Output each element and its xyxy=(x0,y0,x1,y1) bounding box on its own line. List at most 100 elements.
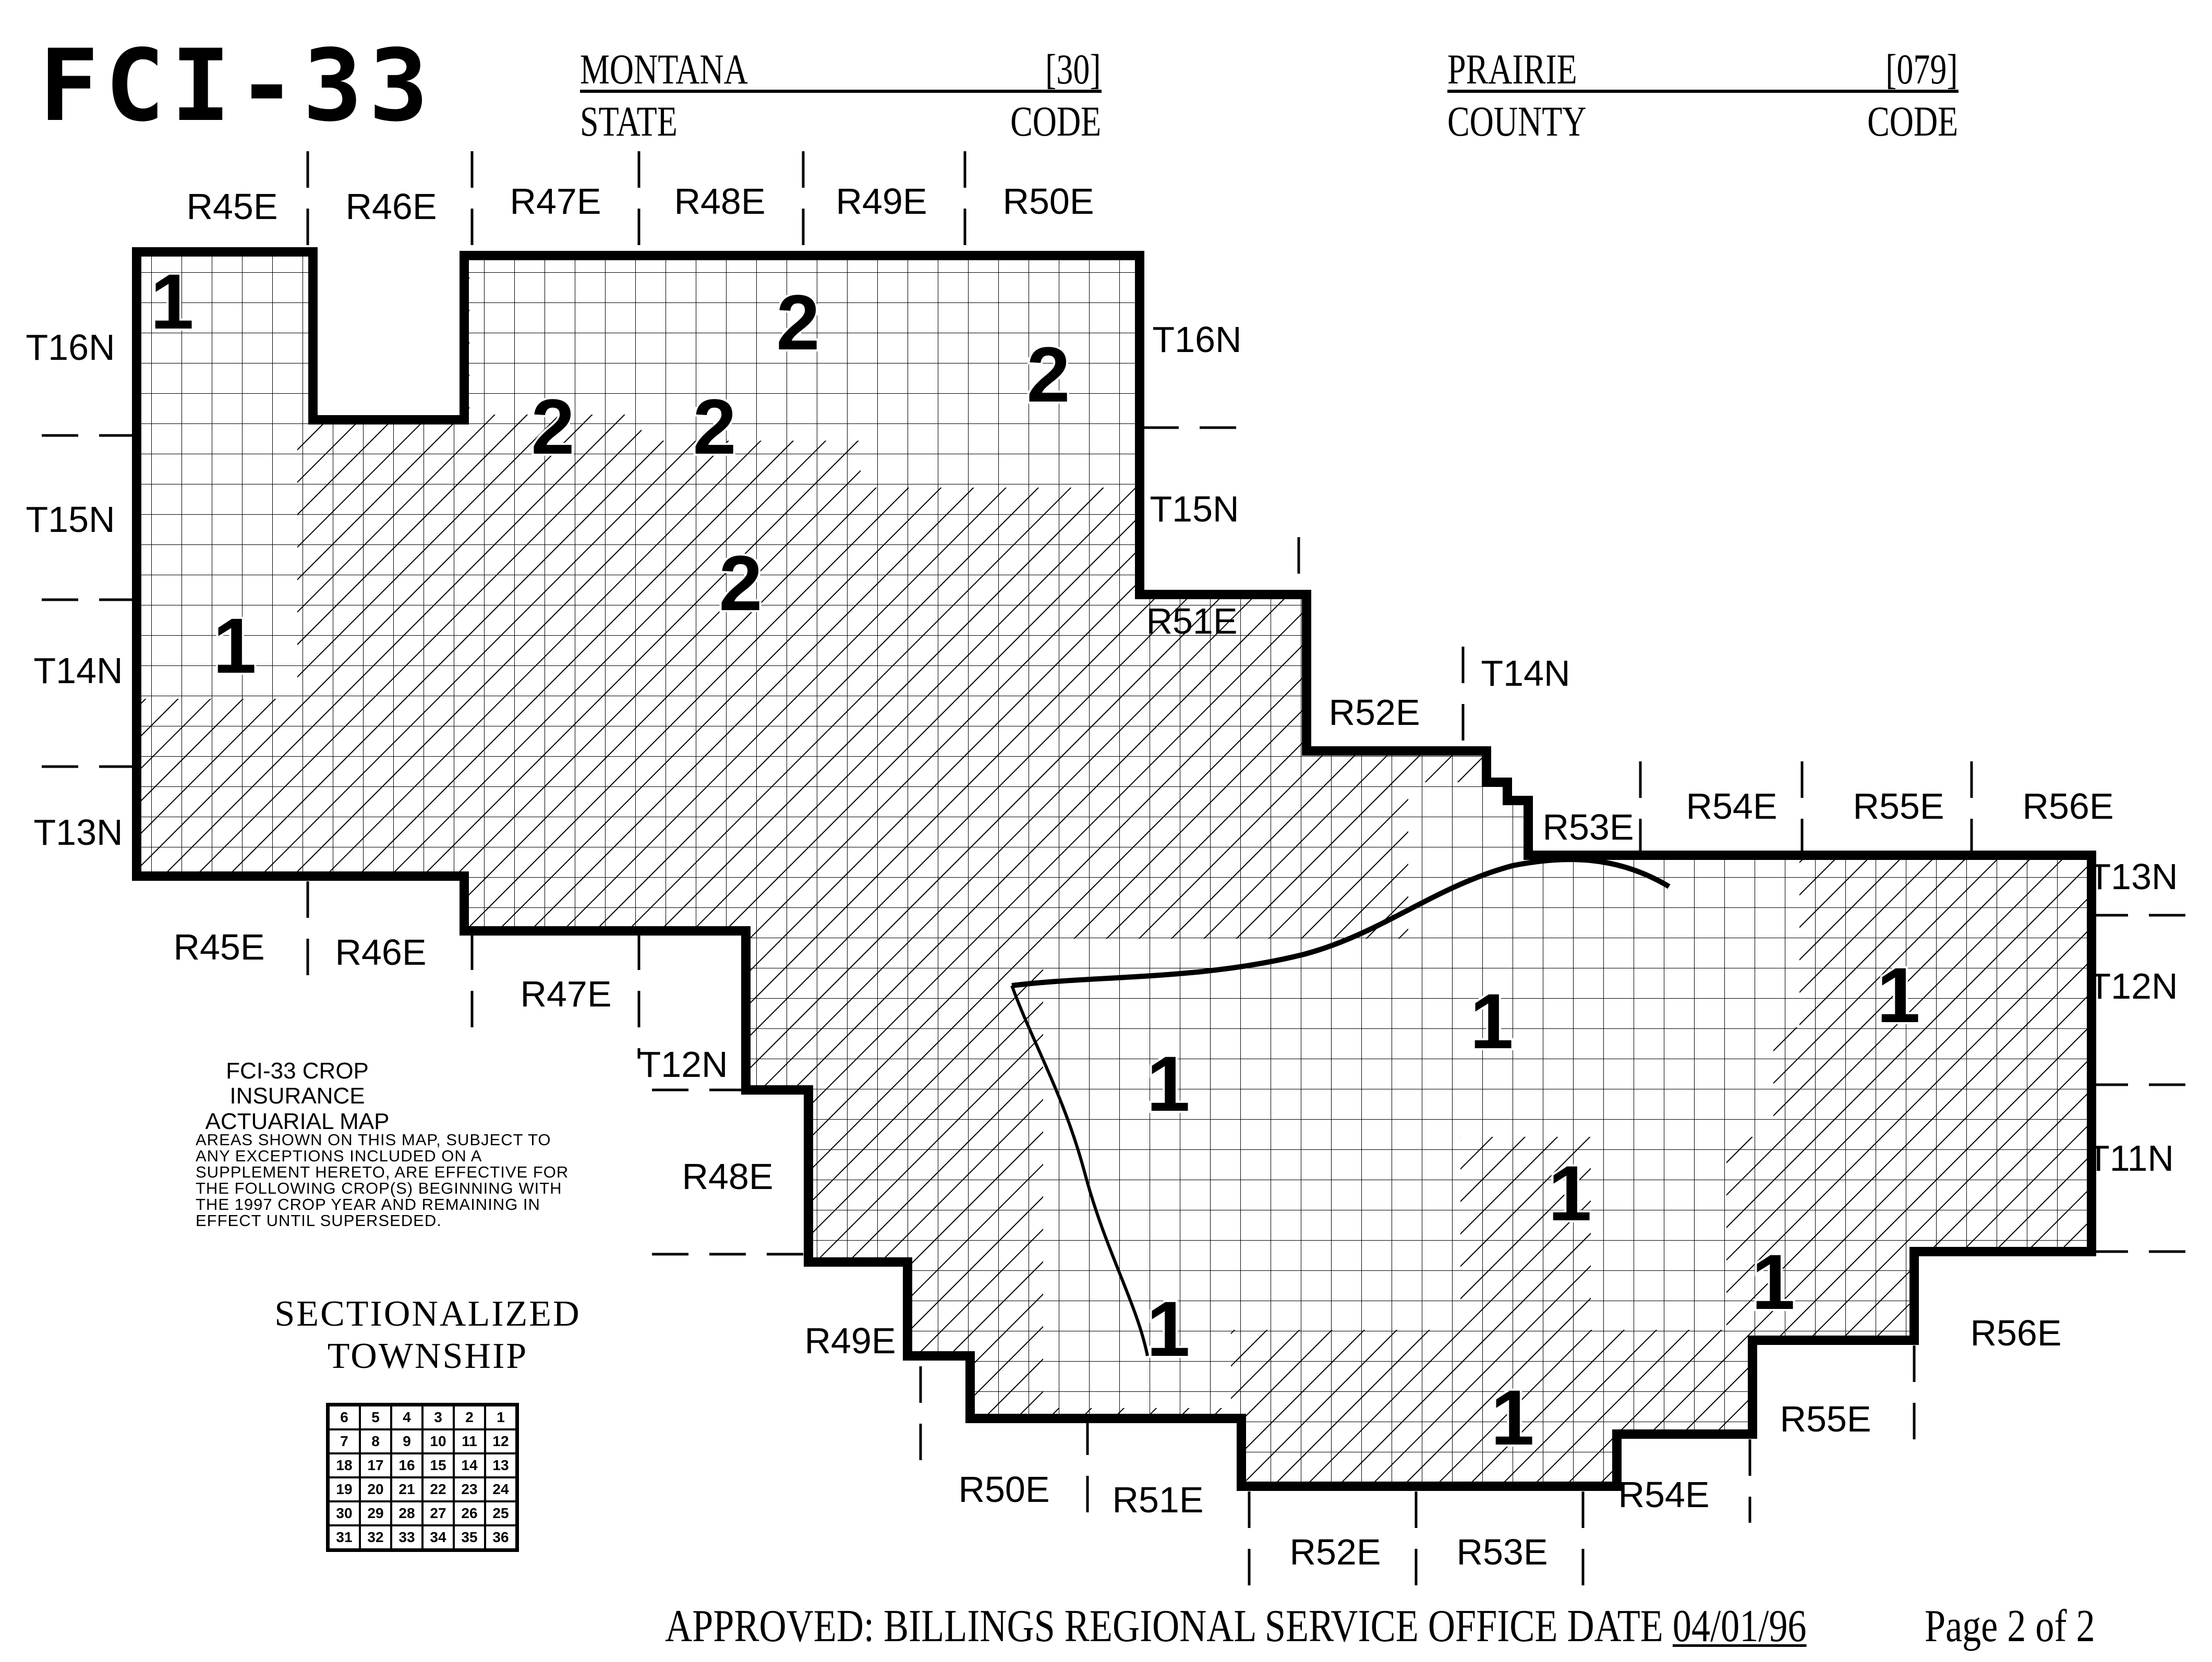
section-cell: 14 xyxy=(454,1453,485,1477)
section-cell: 16 xyxy=(391,1453,422,1477)
sectionalized-title-line2: TOWNSHIP xyxy=(327,1336,528,1376)
form-id: FCI-33 xyxy=(39,28,435,143)
section-cell: 20 xyxy=(360,1477,391,1501)
area-code-label: 2 xyxy=(776,278,819,366)
township-label: T15N xyxy=(1150,489,1239,529)
county-code: [079] xyxy=(1885,45,1958,93)
township-label: T11N xyxy=(2087,1138,2174,1179)
section-cell: 28 xyxy=(391,1501,422,1525)
range-label: R45E xyxy=(173,927,264,967)
township-label: T16N xyxy=(1152,319,1241,360)
township-labels: T16N T15N T14N T13N T12N T16N T15N T14N … xyxy=(26,319,2178,1179)
township-label: T15N xyxy=(26,499,115,540)
county-border xyxy=(132,247,2096,1491)
area-code-label: 1 xyxy=(1470,977,1513,1065)
county-divider xyxy=(1447,90,1959,93)
state-code: [30] xyxy=(1045,45,1101,93)
legend-title: FCI-33 CROP INSURANCE ACTUARIAL MAP xyxy=(198,1058,396,1134)
legend-title-line2: ACTUARIAL MAP xyxy=(205,1108,390,1134)
range-label: R48E xyxy=(682,1156,773,1197)
township-label: T13N xyxy=(33,812,123,853)
section-cell: 6 xyxy=(329,1405,360,1429)
range-labels-middle: R51E R52E R53E R54E R55E R56E xyxy=(1146,601,2113,847)
area-code-labels: 1 2 2 2 2 2 1 1 1 1 1 1 1 1 xyxy=(148,256,1922,1463)
section-cell: 32 xyxy=(360,1525,391,1549)
section-cell: 22 xyxy=(422,1477,454,1501)
approval-line: APPROVED: BILLINGS REGIONAL SERVICE OFFI… xyxy=(665,1604,1806,1649)
section-cell: 11 xyxy=(454,1429,485,1453)
range-label: R50E xyxy=(1002,181,1094,222)
county-name: PRAIRIE xyxy=(1447,45,1577,93)
section-cell: 25 xyxy=(485,1501,516,1525)
area-code-label: 1 xyxy=(213,602,256,689)
state-code-label: CODE xyxy=(1010,98,1101,145)
range-label: R47E xyxy=(510,181,601,222)
range-label: R52E xyxy=(1289,1532,1381,1572)
area-code-label: 2 xyxy=(719,539,762,627)
area-code-label: 2 xyxy=(1026,331,1070,418)
approval-date: 04/01/96 xyxy=(1672,1601,1807,1652)
range-label: R53E xyxy=(1456,1532,1548,1572)
section-cell: 23 xyxy=(454,1477,485,1501)
page-number: Page 2 of 2 xyxy=(1925,1601,2095,1652)
township-label: T13N xyxy=(2088,856,2178,897)
section-cell: 21 xyxy=(391,1477,422,1501)
township-label: T16N xyxy=(26,327,115,368)
state-label: STATE xyxy=(580,98,678,145)
section-cell: 1 xyxy=(485,1405,516,1429)
section-cell: 8 xyxy=(360,1429,391,1453)
section-cell: 33 xyxy=(391,1525,422,1549)
township-label: T14N xyxy=(1481,653,1570,694)
state-name: MONTANA xyxy=(580,45,748,93)
section-cell: 15 xyxy=(422,1453,454,1477)
section-cell: 35 xyxy=(454,1525,485,1549)
section-cell: 4 xyxy=(391,1405,422,1429)
section-cell: 31 xyxy=(329,1525,360,1549)
section-cell: 10 xyxy=(422,1429,454,1453)
area-code-label: 1 xyxy=(1548,1149,1591,1237)
township-label: T14N xyxy=(33,650,123,691)
section-cell: 9 xyxy=(391,1429,422,1453)
approved-text: APPROVED: BILLINGS REGIONAL SERVICE OFFI… xyxy=(665,1601,1663,1652)
legend-title-line1: FCI-33 CROP INSURANCE xyxy=(226,1058,369,1109)
county-code-label: CODE xyxy=(1867,98,1958,145)
section-cell: 19 xyxy=(329,1477,360,1501)
area-code-label: 1 xyxy=(1877,951,1920,1039)
range-label: R49E xyxy=(804,1320,896,1361)
county-label: COUNTY xyxy=(1447,98,1587,145)
range-label: R52E xyxy=(1328,692,1420,733)
section-cell: 17 xyxy=(360,1453,391,1477)
sectionalized-title-line1: SECTIONALIZED xyxy=(274,1294,581,1334)
sectionalized-township-title: SECTIONALIZED TOWNSHIP xyxy=(271,1293,584,1377)
area-code-label: 2 xyxy=(531,383,574,470)
range-label: R47E xyxy=(520,974,611,1014)
range-label: R53E xyxy=(1542,807,1634,847)
section-cell: 12 xyxy=(485,1429,516,1453)
range-label: R54E xyxy=(1618,1474,1709,1515)
range-label: R48E xyxy=(674,181,765,222)
range-label: R55E xyxy=(1853,786,1944,827)
legend-text: AREAS SHOWN ON THIS MAP, SUBJECT TO ANY … xyxy=(196,1131,569,1230)
section-cell: 24 xyxy=(485,1477,516,1501)
section-cell: 3 xyxy=(422,1405,454,1429)
range-labels-top: R45E R46E R47E R48E R49E R50E xyxy=(186,181,1094,227)
section-cell: 36 xyxy=(485,1525,516,1549)
state-divider xyxy=(580,90,1102,93)
range-label: R49E xyxy=(836,181,927,222)
range-label: R46E xyxy=(345,186,437,227)
range-label: R51E xyxy=(1112,1479,1203,1520)
range-label: R55E xyxy=(1780,1399,1871,1439)
section-cell: 26 xyxy=(454,1501,485,1525)
range-labels-bottom: R45E R46E R47E R48E R49E R50E R51E R52E … xyxy=(173,927,2061,1572)
area-code-label: 1 xyxy=(150,258,194,345)
section-cell: 7 xyxy=(329,1429,360,1453)
section-cell: 18 xyxy=(329,1453,360,1477)
section-cell: 30 xyxy=(329,1501,360,1525)
range-label: R46E xyxy=(335,932,426,973)
section-cell: 34 xyxy=(422,1525,454,1549)
county-area xyxy=(137,252,2092,1486)
range-label: R56E xyxy=(1970,1313,2061,1353)
section-cell: 29 xyxy=(360,1501,391,1525)
